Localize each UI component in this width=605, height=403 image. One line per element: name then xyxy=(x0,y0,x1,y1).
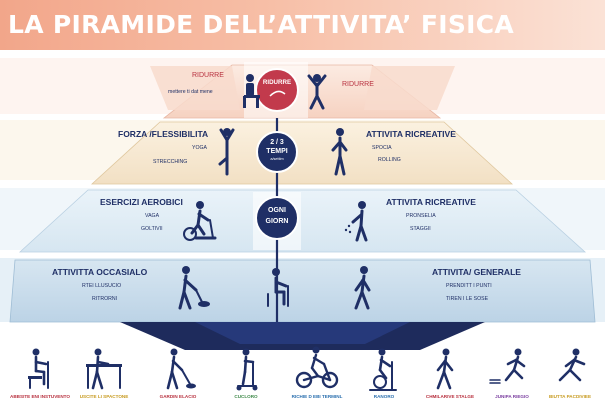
bottom-caption-6: RANORO xyxy=(373,394,395,399)
tier-4-shape xyxy=(9,259,596,323)
tier-2-center-line3: a/settim xyxy=(270,157,284,161)
vacuum-person-icon xyxy=(178,266,210,310)
bottom-icon-desk xyxy=(28,348,49,389)
bottom-icon-walking xyxy=(436,348,454,390)
tier-2-center-circle xyxy=(256,131,298,173)
page-title: LA PIRAMIDE DELL’ATTIVITA’ FISICA xyxy=(8,10,515,39)
bottom-icon-workbench xyxy=(86,348,122,390)
bottom-icon-bicycle xyxy=(295,346,339,389)
tier-2-right-item-1: SPOCIA xyxy=(372,145,392,151)
tier-3-shape xyxy=(18,189,587,253)
tier-4-right-title: ATTIVITA/ GENERALE xyxy=(432,267,521,277)
tier-1-right-title: RIDURRE xyxy=(342,81,374,88)
tier-2-right-title: ATTIVITA RICREATIVE xyxy=(366,129,456,139)
treadmill-person-icon xyxy=(183,201,217,241)
tier-4-right-item-1: PRENDITT I PUNTI xyxy=(446,283,492,289)
bottom-icon-scooter xyxy=(236,348,258,391)
curved-arrow-icon xyxy=(269,90,286,97)
bottom-caption-7: CHMILARIVE STALGE xyxy=(425,394,475,399)
tier-1-right-ribbon xyxy=(364,66,455,110)
tier-1-left-item-1: mettere ti dat mene xyxy=(168,89,213,95)
base-inner-wedge xyxy=(195,322,410,344)
tier-3-left-item-2: GOLTIVII xyxy=(141,226,163,232)
tier-2-center-line2: TEMPI xyxy=(266,148,288,155)
stretching-person-icon xyxy=(307,74,327,110)
bottom-icon-garden xyxy=(166,348,196,390)
tier-2-shape xyxy=(90,121,514,185)
tier-1-left-title: RIDURRE xyxy=(192,72,224,79)
tier-2-right-item-2: ROLLING xyxy=(378,157,401,163)
tier-3-right-item-2: STAGGII xyxy=(410,226,431,232)
tier-4-left-title: ATTIVITTA OCCASIALO xyxy=(52,267,148,277)
bottom-caption-9: BIUTTA PACDIVIEE xyxy=(548,394,592,399)
bottom-icon-exercise-bike xyxy=(369,348,397,391)
bottom-caption-2: USCITE LI SPACTONE xyxy=(79,394,129,399)
header-banner: LA PIRAMIDE DELL’ATTIVITA’ FISICA xyxy=(0,0,605,50)
bottom-caption-5: RICHIE D EBI TERMINL xyxy=(291,394,343,399)
tier-3-right-title: ATTIVITA RICREATIVE xyxy=(386,197,476,207)
tier-4-left-item-1: RTEI LLUSUCIO xyxy=(82,283,122,289)
tier-2-center-line1: 2 / 3 xyxy=(270,139,284,146)
bottom-caption-8: JUNIPA RIEGIO xyxy=(495,394,529,399)
bottom-caption-4: CUCLORO xyxy=(234,394,258,399)
tier-3-center-line2: GIORN xyxy=(265,218,289,225)
tier-1-left-ribbon xyxy=(150,66,240,110)
standing-person-icon xyxy=(331,128,348,176)
tier-3-center-circle xyxy=(255,196,299,240)
tier-1-center-circle xyxy=(255,68,299,112)
bottom-caption-1: ABBSITE ENI INSTUVENTO xyxy=(10,394,70,399)
tier-3-center-line1: OGNI xyxy=(268,207,286,214)
tier-3-left-title: ESERCIZI AEROBICI xyxy=(100,197,183,207)
tier-2-left-item-1: YOGA xyxy=(192,145,207,151)
seated-worker-icon xyxy=(267,268,289,307)
bottom-icon-running xyxy=(489,348,526,384)
bottom-icon-sprinting xyxy=(558,348,586,382)
yoga-person-icon xyxy=(218,128,235,176)
cleaning-person-icon xyxy=(344,201,368,242)
tier-1-center-label: RIDURRE xyxy=(262,79,292,86)
sitting-person-icon xyxy=(243,74,260,108)
walking-person-icon xyxy=(354,266,371,310)
tier-3-right-item-1: PRONSELIA xyxy=(406,213,436,219)
tier-3-left-item-1: VAGA xyxy=(145,213,160,219)
tier-2-left-title: FORZA /FLESSIBILITA xyxy=(118,129,209,139)
tier-2-left-item-2: STRECCHING xyxy=(153,159,188,165)
tier-4-right-item-2: TIREN I LE SOSE xyxy=(446,296,489,302)
tier-4-left-item-2: RITRORNI xyxy=(92,296,118,302)
bottom-caption-3: GARDIN ELACIO xyxy=(159,394,197,399)
